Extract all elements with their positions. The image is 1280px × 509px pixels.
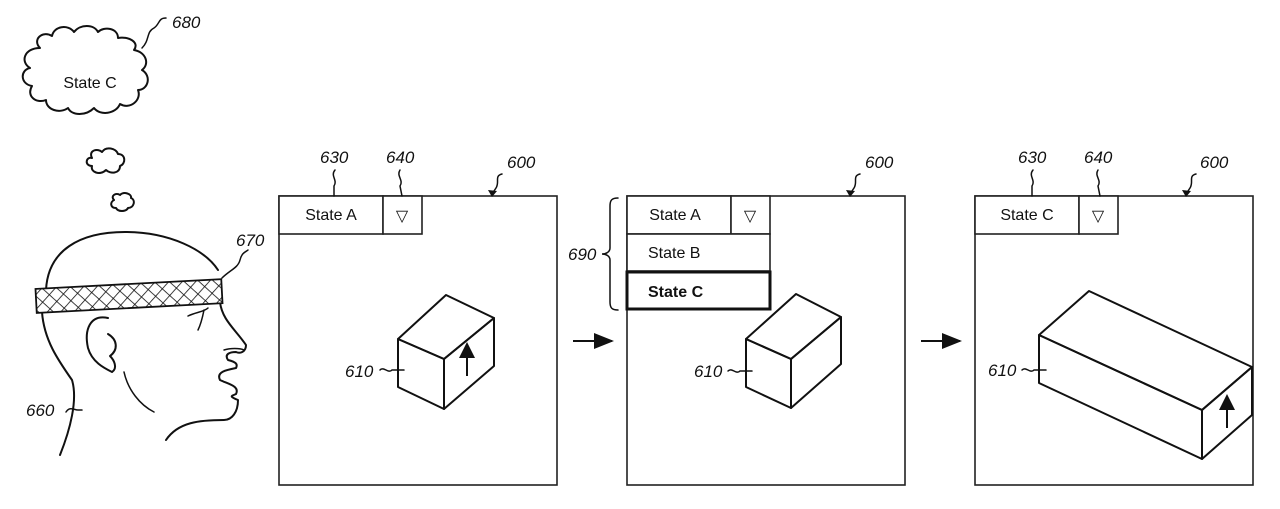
object-ref: 610 <box>345 362 374 381</box>
thought-cloud-ref: 680 <box>172 13 201 32</box>
dropdown-ref: 630 <box>320 148 349 167</box>
back-of-head <box>41 311 76 456</box>
user-head: 670 660 <box>26 231 265 456</box>
dropdown-ref: 630 <box>1018 148 1047 167</box>
eye <box>187 307 209 331</box>
dropdown-toggle-button[interactable] <box>1078 195 1119 235</box>
state-dropdown-open[interactable]: State A ▽ State B State C <box>625 195 772 311</box>
state-dropdown[interactable]: State C ▽ <box>974 195 1119 235</box>
window-ref-leader <box>491 173 503 195</box>
panel-3: 600 State C ▽ 630 640 610 <box>974 148 1254 486</box>
toggle-ref-leader <box>1096 169 1101 197</box>
window-ref-arrow <box>488 190 497 197</box>
toggle-ref: 640 <box>386 148 415 167</box>
headband <box>34 278 224 314</box>
headband-leader <box>221 249 249 279</box>
ear <box>85 316 117 373</box>
menu-option-label: State C <box>648 284 704 301</box>
object-ref-leader <box>727 369 753 373</box>
menu-ref: 690 <box>568 245 597 264</box>
thought-bubble-medium <box>85 147 126 174</box>
thought-bubble-small <box>110 192 135 212</box>
toggle-ref: 640 <box>1084 148 1113 167</box>
display-window <box>278 195 558 486</box>
prism-side-face <box>1201 366 1253 460</box>
dropdown-value-box[interactable] <box>278 195 384 235</box>
panel-2: 600 State A ▽ State B State C 690 610 <box>568 153 906 486</box>
face-profile <box>165 301 247 441</box>
head-ref: 660 <box>26 401 55 420</box>
object-ref: 610 <box>694 362 723 381</box>
thought-cloud-text: State C <box>63 75 116 92</box>
head-outline <box>45 231 219 291</box>
window-ref-leader <box>849 173 861 195</box>
dropdown-triangle-icon: ▽ <box>1092 208 1105 225</box>
thought-cloud: State C 680 <box>21 13 201 212</box>
nose-nostril <box>223 347 245 351</box>
window-ref: 600 <box>507 153 536 172</box>
window-ref: 600 <box>865 153 894 172</box>
window-ref: 600 <box>1200 153 1229 172</box>
virtual-object-elongated[interactable] <box>1038 290 1253 460</box>
panel-1: 600 State A ▽ 630 640 610 <box>278 148 558 486</box>
dropdown-selected-value: State A <box>305 207 357 224</box>
jaw-line <box>123 371 155 413</box>
window-ref-arrow <box>846 190 855 197</box>
thought-cloud-leader <box>141 17 167 49</box>
dropdown-value-box[interactable] <box>974 195 1080 235</box>
display-window <box>974 195 1254 486</box>
dropdown-selected-value: State C <box>1000 207 1053 224</box>
dropdown-selected-value: State A <box>649 207 701 224</box>
head-leader <box>65 407 83 413</box>
dropdown-value-box[interactable] <box>626 195 732 235</box>
toggle-ref-leader <box>398 169 403 197</box>
dropdown-ref-leader <box>1030 169 1034 197</box>
dropdown-ref-leader <box>332 169 336 197</box>
object-ref-leader <box>1021 368 1047 372</box>
dropdown-triangle-icon: ▽ <box>744 208 757 225</box>
window-ref-arrow <box>1182 190 1191 197</box>
headband-ref: 670 <box>236 231 265 250</box>
cube-side-face <box>790 316 842 409</box>
object-ref-leader <box>379 368 405 372</box>
cube-side-face <box>443 317 495 410</box>
dropdown-triangle-icon: ▽ <box>396 208 409 225</box>
virtual-object-cube[interactable] <box>397 294 495 410</box>
dropdown-toggle-button[interactable] <box>382 195 423 235</box>
window-ref-leader <box>1185 173 1197 195</box>
object-ref: 610 <box>988 361 1017 380</box>
state-dropdown[interactable]: State A ▽ <box>278 195 423 235</box>
menu-option-label: State B <box>648 245 700 262</box>
thought-cloud-shape <box>21 25 149 115</box>
menu-bracket <box>601 197 619 311</box>
menu-option-state-c-highlighted[interactable] <box>625 270 772 311</box>
